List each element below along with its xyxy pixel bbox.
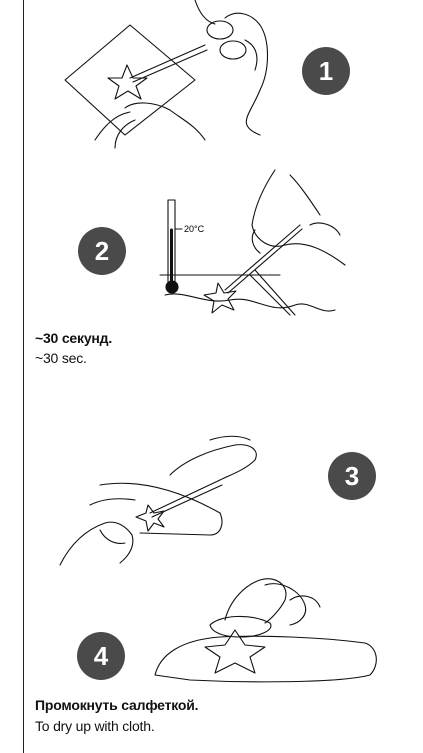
step-badge-2: 2	[78, 227, 126, 275]
step4-illustration	[150, 575, 380, 685]
step-badge-3: 3	[328, 452, 376, 500]
step-badge-4: 4	[77, 632, 125, 680]
step-badge-1: 1	[302, 47, 350, 95]
step2-caption-ru: ~30 секунд.	[35, 330, 112, 346]
step3-illustration	[60, 435, 280, 575]
step4-caption-ru: Промокнуть салфеткой.	[35, 697, 198, 713]
step1-illustration	[55, 0, 285, 150]
step2-illustration: 20°C	[160, 165, 360, 325]
thermometer-label: 20°C	[184, 224, 205, 234]
step2-caption-en: ~30 sec.	[35, 350, 87, 366]
margin-rule	[23, 0, 24, 753]
step4-caption-en: To dry up with cloth.	[35, 718, 155, 734]
